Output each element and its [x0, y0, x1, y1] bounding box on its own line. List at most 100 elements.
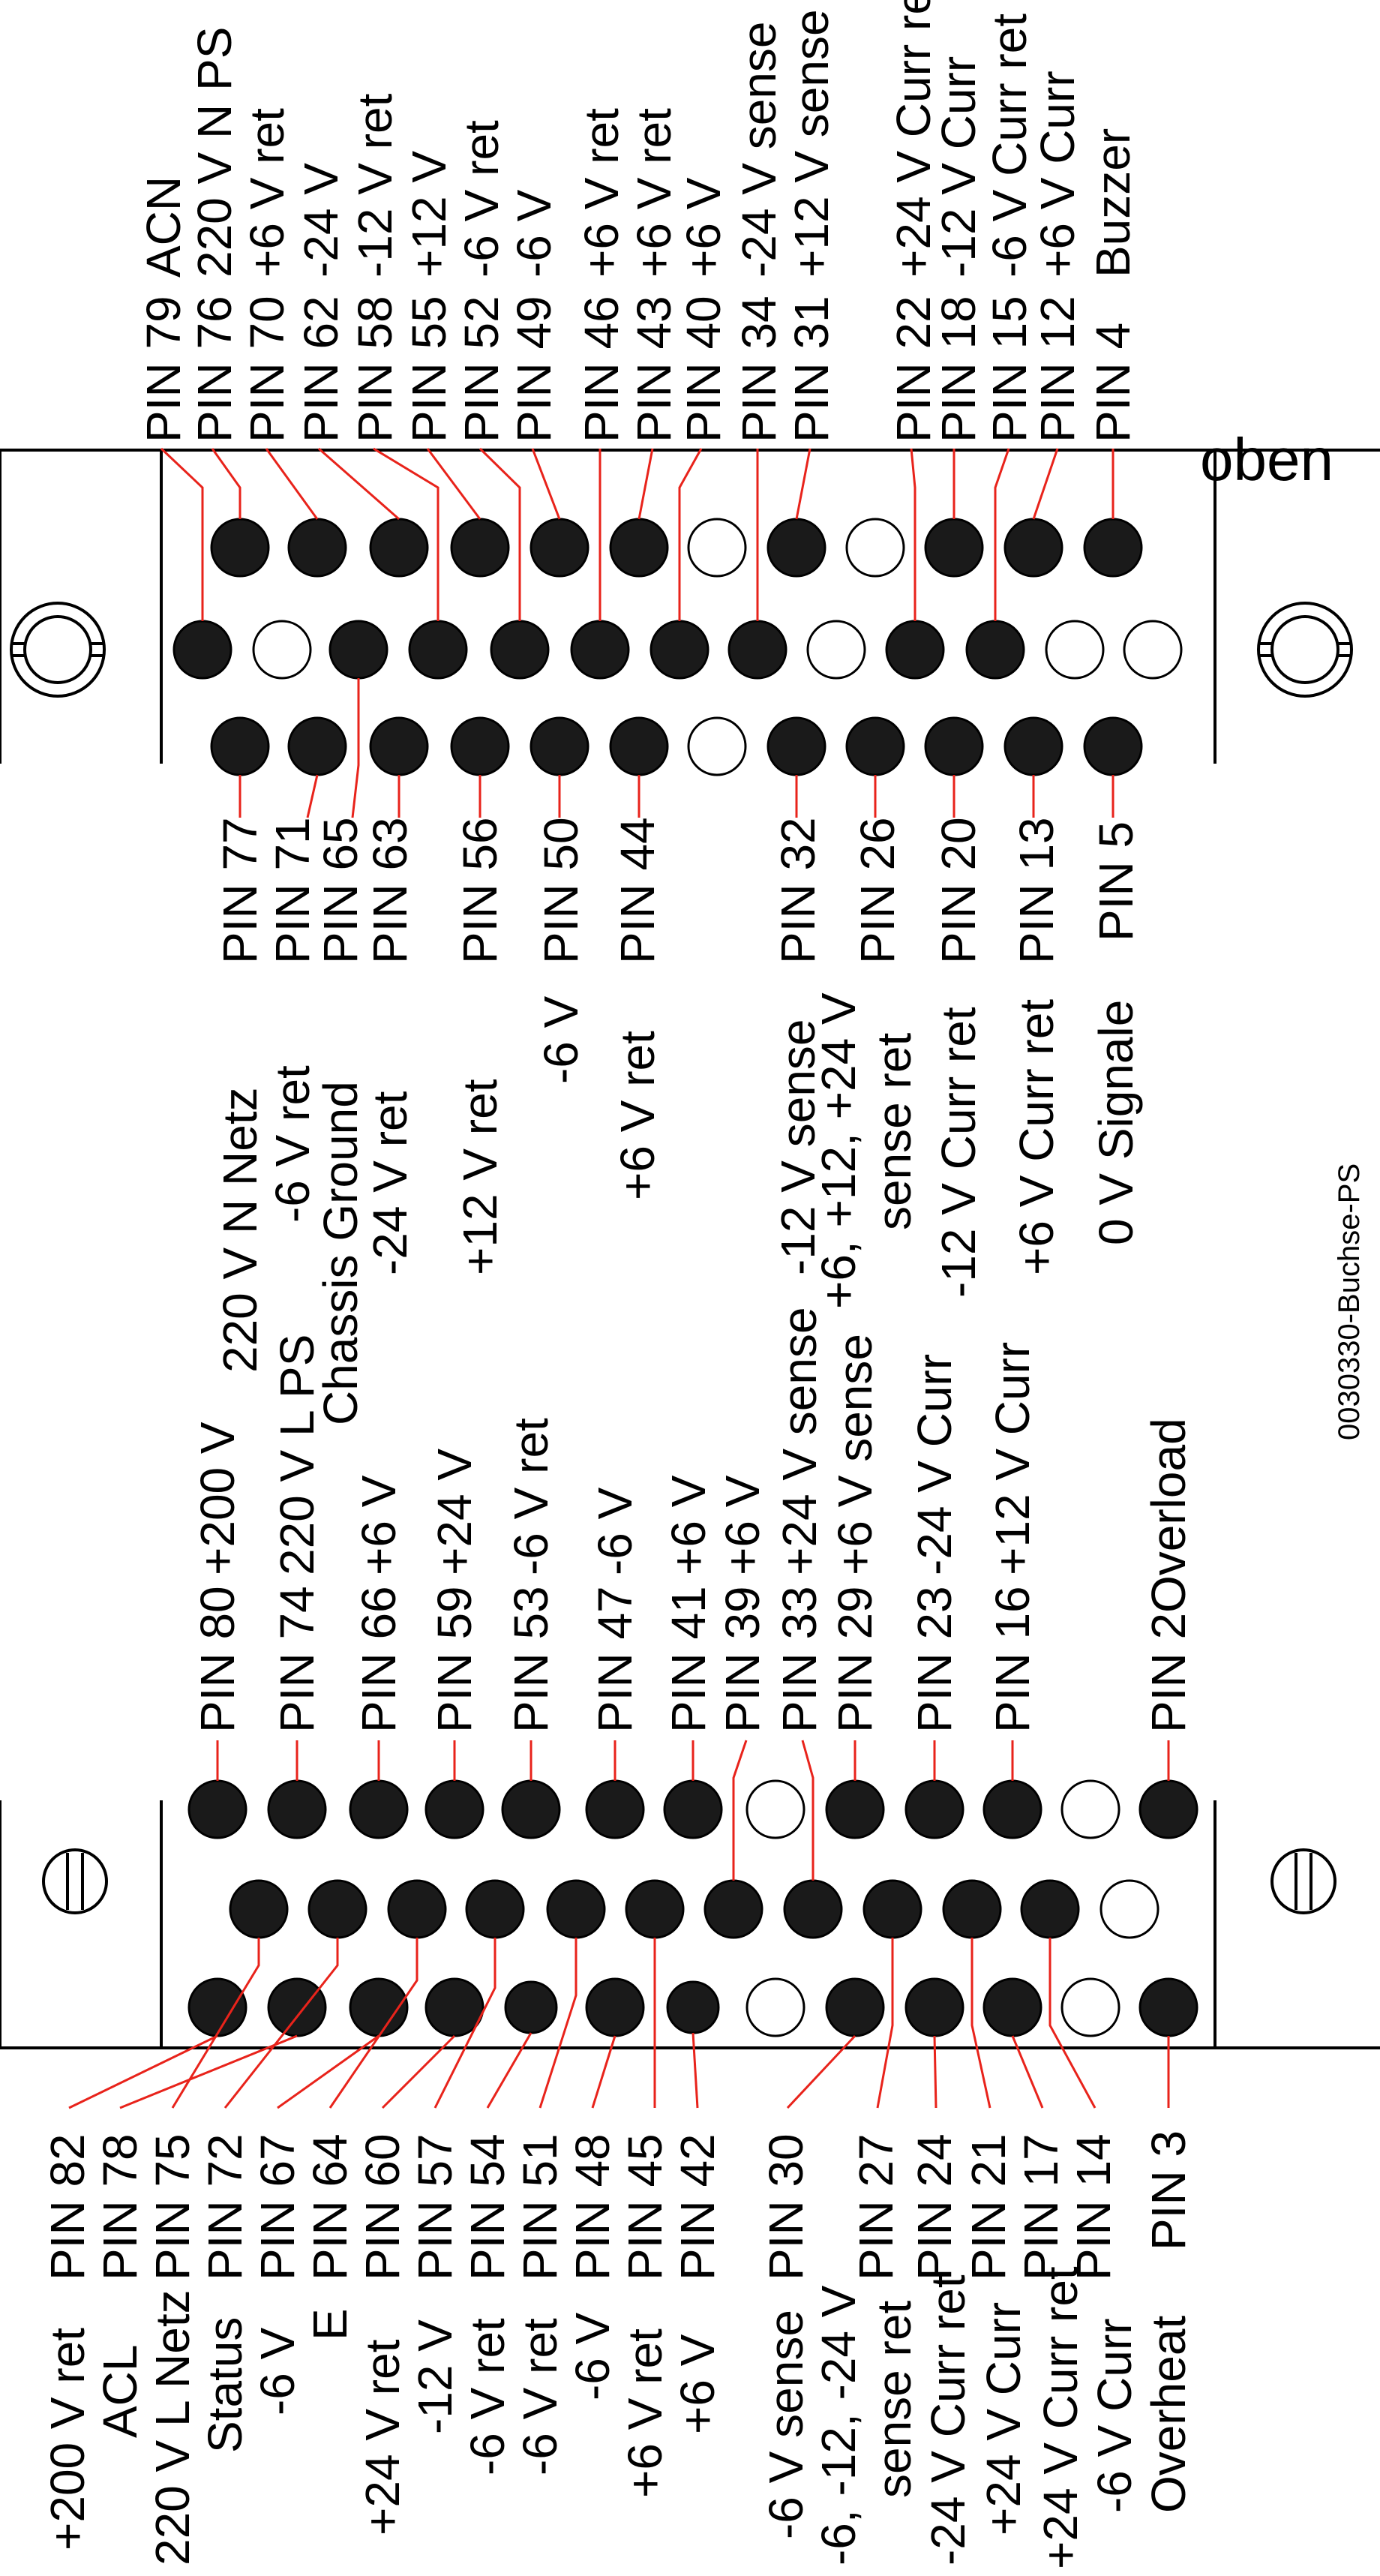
pin-label: PIN 4: [1086, 323, 1140, 443]
signal-label: -12 V: [408, 2319, 462, 2434]
pin-label: PIN 47: [588, 1586, 642, 1733]
pin-hole: [609, 518, 669, 578]
pin-label: PIN 55: [402, 296, 456, 443]
pin-label: PIN 2: [1142, 1613, 1196, 1733]
signal-label: +12 V ret: [453, 1079, 507, 1275]
signal-label: +200 V ret: [40, 2328, 94, 2550]
pin-hole: [1020, 1879, 1080, 1939]
pin-label: PIN 24: [908, 2133, 962, 2280]
pin-label: PIN 46: [574, 296, 628, 443]
pin-hole: [267, 1977, 327, 2037]
pin-hole: [1138, 1779, 1198, 1839]
pin-hole: [1123, 620, 1183, 680]
signal-label: ACL: [93, 2345, 147, 2439]
signal-label: -6 V sense: [759, 2310, 813, 2539]
pin-label: PIN 80: [190, 1586, 244, 1733]
signal-label: +24 V Curr: [976, 2302, 1030, 2535]
pin-hole: [328, 620, 388, 680]
pin-label: PIN 62: [294, 296, 348, 443]
pin-label: PIN 57: [408, 2133, 462, 2280]
pin-hole: [252, 620, 312, 680]
signal-label: 220 V N PS: [188, 27, 242, 278]
signal-label: 220 V L Netz: [146, 2289, 200, 2565]
bottom-connector-upper-labels: PIN 80 PIN 74 PIN 66 PIN 59 PIN 53 PIN 4…: [190, 1307, 1196, 1733]
signal-label: +12 V: [402, 151, 456, 278]
pin-label: PIN 22: [886, 296, 940, 443]
pin-label: PIN 50: [534, 817, 588, 964]
pin-hole: [650, 620, 710, 680]
pin-hole: [387, 1879, 447, 1939]
pin-hole: [465, 1879, 525, 1939]
pin-label: PIN 64: [303, 2133, 357, 2280]
pin-label: PIN 40: [676, 296, 730, 443]
signal-label: -6 V: [588, 1487, 642, 1575]
signal-label: -6, -12, -24 V: [812, 2285, 866, 2565]
pin-hole: [1083, 716, 1143, 776]
pin-hole: [424, 1779, 484, 1839]
pin-hole: [625, 1879, 685, 1939]
pin-label: PIN 71: [266, 817, 320, 964]
pin-label: PIN 79: [136, 296, 190, 443]
pin-label: PIN 41: [662, 1586, 716, 1733]
signal-label: Overload: [1142, 1418, 1196, 1613]
pin-hole: [1004, 518, 1064, 578]
pin-label: PIN 27: [849, 2133, 903, 2280]
signal-label: +6 V ret: [574, 108, 628, 278]
pin-label: PIN 59: [428, 1586, 482, 1733]
signal-label: 0 V Signale: [1089, 1000, 1143, 1245]
pin-label: PIN 13: [1010, 817, 1064, 964]
pin-hole: [687, 716, 747, 776]
pin-hole: [349, 1779, 409, 1839]
bottom-connector-lower-signal-labels: +200 V ret ACL 220 V L Netz Status -6 V …: [40, 2266, 1196, 2569]
pin-label: PIN 42: [670, 2133, 724, 2280]
signal-label: +24 V ret: [356, 2339, 410, 2535]
pin-label: PIN 53: [504, 1586, 558, 1733]
pin-label: PIN 65: [314, 817, 368, 964]
pin-label: PIN 33: [772, 1586, 826, 1733]
pin-label: PIN 72: [198, 2133, 252, 2280]
pin-hole: [704, 1879, 764, 1939]
pin-hole: [172, 620, 232, 680]
signal-label: +6 V ret: [618, 2328, 672, 2498]
pin-label: PIN 16: [986, 1586, 1040, 1733]
pin-hole: [825, 1779, 885, 1839]
pin-label: PIN 34: [732, 296, 786, 443]
document-id: 0030330-Buchse-PS: [1333, 1163, 1366, 1440]
signal-label: ACN: [136, 176, 190, 278]
signal-label: -6 V: [250, 2327, 304, 2415]
pin-hole: [746, 1977, 806, 2037]
pin-label: PIN 29: [828, 1586, 882, 1733]
signal-label: -6 V ret: [513, 2318, 567, 2475]
pin-label: PIN 51: [513, 2133, 567, 2280]
orientation-label: oben: [1200, 426, 1334, 493]
pin-hole: [942, 1879, 1002, 1939]
pin-label: PIN 20: [932, 817, 986, 964]
bottom-connector-upper-leads: [216, 1740, 1170, 1881]
pin-label: PIN 78: [93, 2133, 147, 2280]
pin-label: PIN 66: [352, 1586, 406, 1733]
pin-hole: [450, 716, 510, 776]
top-connector-lower-signal-labels: 220 V N Netz -6 V ret Chassis Ground -24…: [213, 992, 1143, 1425]
pin-hole: [188, 1779, 248, 1839]
pin-label: PIN 43: [627, 296, 681, 443]
pin-hole: [982, 1779, 1042, 1839]
pin-hole: [229, 1879, 289, 1939]
signal-label: +6 V ret: [627, 108, 681, 278]
pin-hole: [501, 1779, 561, 1839]
pin-hole: [862, 1879, 922, 1939]
pin-label: PIN 21: [962, 2133, 1016, 2280]
pin-label: PIN 17: [1014, 2133, 1068, 2280]
pin-label: PIN 14: [1066, 2133, 1120, 2280]
bottom-connector-lower-pin-labels: PIN 82 PIN 78 PIN 75 PIN 72 PIN 67 PIN 6…: [40, 2130, 1196, 2280]
pin-label: PIN 44: [610, 817, 664, 964]
pin-label: PIN 56: [453, 817, 507, 964]
pin-hole: [1045, 620, 1105, 680]
pin-hole: [546, 1879, 606, 1939]
signal-label: -6 V: [566, 2312, 620, 2400]
signal-label: -6 V Curr: [1088, 2318, 1142, 2513]
pin-hole: [408, 620, 468, 680]
bottom-connector-body: [0, 1800, 1380, 2049]
top-connector-lower-leads: [238, 678, 1114, 818]
pin-label: PIN 39: [716, 1586, 770, 1733]
